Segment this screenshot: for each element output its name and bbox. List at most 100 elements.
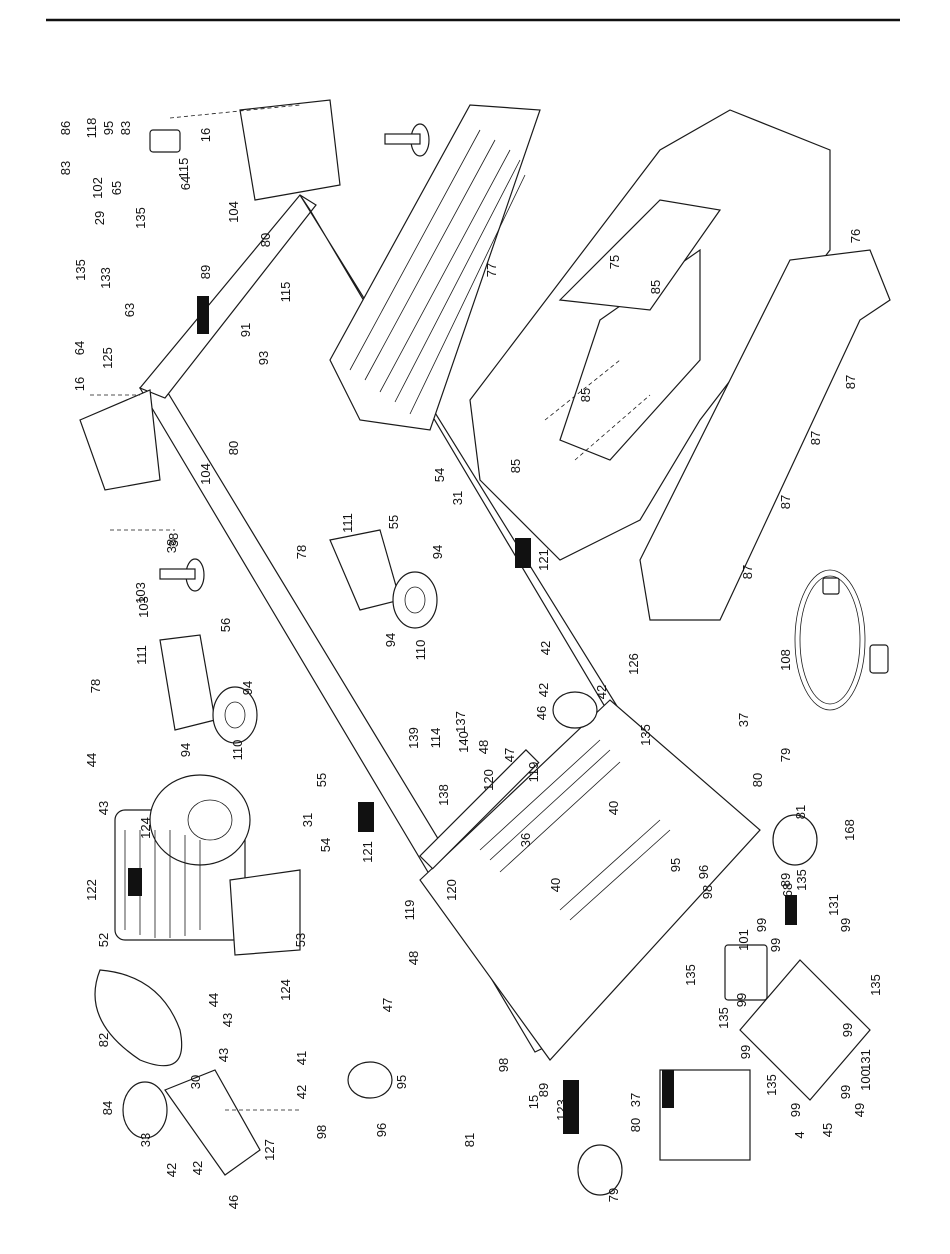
part-number-label: 53 (293, 933, 308, 947)
part-number-label: 98 (314, 1125, 329, 1139)
controller-board (739, 959, 871, 1101)
part-number-label: 100 (858, 1069, 873, 1091)
part-number-label: 104 (226, 201, 241, 223)
part-number-label: 135 (133, 207, 148, 229)
wheel-81-lower (577, 1144, 623, 1196)
rear-pulley-46 (347, 1061, 393, 1099)
part-number-label: 47 (380, 998, 395, 1012)
part-number-label: 36 (518, 833, 533, 847)
part-number-label: 125 (100, 347, 115, 369)
part-number-label: 99 (754, 918, 769, 932)
part-number-label: 120 (444, 879, 459, 901)
part-number-label: 135 (764, 1074, 779, 1096)
part-number-label: 48 (406, 951, 421, 965)
part-number-label: 40 (548, 878, 563, 892)
part-number-label: 38 (164, 539, 179, 553)
part-number-label: 131 (858, 1049, 873, 1071)
part-number-label: 29 (92, 211, 107, 225)
part-number-label: 91 (238, 323, 253, 337)
part-number-label: 126 (626, 653, 641, 675)
part-number-label: 89 (778, 873, 793, 887)
part-number-label: 76 (848, 229, 863, 243)
part-number-label: 43 (220, 1013, 235, 1027)
front-bracket-left (149, 129, 181, 153)
part-number-label: 99 (768, 938, 783, 952)
motor-bracket (229, 869, 301, 956)
part-number-label: 135 (868, 974, 883, 996)
part-number-label: 102 (90, 177, 105, 199)
part-number-label: 95 (394, 1075, 409, 1089)
part-number-label: 85 (648, 280, 663, 294)
decal-123-housing (563, 1080, 579, 1134)
part-number-label: 103 (133, 582, 148, 604)
part-number-label: 42 (538, 641, 553, 655)
part-number-label: 98 (700, 885, 715, 899)
part-number-label: 131 (826, 894, 841, 916)
part-number-label: 64 (72, 341, 87, 355)
part-number-label: 110 (413, 640, 428, 661)
part-number-label: 47 (502, 748, 517, 762)
part-number-label: 68 (780, 883, 795, 897)
part-number-label: 103 (136, 596, 151, 618)
part-number-label: 104 (198, 463, 213, 485)
step-pad (329, 104, 541, 431)
front-pulley-46 (552, 691, 598, 729)
part-number-label: 111 (134, 645, 149, 665)
part-number-label: 45 (820, 1123, 835, 1137)
part-number-label: 37 (628, 1093, 643, 1107)
part-number-label: 48 (476, 740, 491, 754)
part-number-label: 99 (738, 1045, 753, 1059)
part-number-label: 82 (96, 1033, 111, 1047)
leveling-foot-upper (384, 123, 430, 157)
part-number-label: 127 (262, 1139, 277, 1161)
part-number-label: 80 (628, 1118, 643, 1132)
part-number-label: 124 (278, 979, 293, 1001)
part-number-label: 44 (206, 993, 221, 1007)
part-number-label: 56 (218, 618, 233, 632)
part-number-label: 43 (216, 1048, 231, 1062)
idler-pulley (122, 1081, 168, 1139)
part-number-label: 75 (607, 255, 622, 269)
part-number-label: 99 (838, 1085, 853, 1099)
step-pad-ribs (349, 129, 526, 415)
decal-89-enclosure (662, 1070, 674, 1108)
part-number-label: 46 (226, 1195, 241, 1209)
part-number-label: 101 (736, 929, 751, 951)
part-number-label: 135 (794, 869, 809, 891)
part-number-label: 55 (386, 515, 401, 529)
part-number-label: 121 (536, 549, 551, 571)
part-number-label: 85 (578, 388, 593, 402)
decal-122-motor (128, 868, 142, 896)
part-number-label: 83 (58, 161, 73, 175)
part-number-label: 80 (258, 233, 273, 247)
part-number-label: 124 (138, 817, 153, 839)
part-number-label: 54 (432, 468, 447, 482)
power-cord (794, 569, 889, 711)
part-number-label: 79 (606, 1188, 621, 1202)
front-crossbar (239, 99, 341, 201)
part-number-label: 94 (178, 743, 193, 757)
part-number-label: 99 (838, 918, 853, 932)
part-number-label: 139 (406, 727, 421, 749)
part-number-label: 121 (360, 841, 375, 863)
part-number-label: 78 (294, 545, 309, 559)
part-number-label: 64 (178, 176, 193, 190)
part-number-label: 95 (101, 121, 116, 135)
drive-belt (94, 969, 183, 1067)
part-number-label: 79 (778, 748, 793, 762)
base-cover (639, 249, 891, 621)
part-number-label: 137 (453, 711, 468, 733)
rear-housing (419, 699, 761, 1061)
part-number-label: 42 (536, 683, 551, 697)
rear-bracket-left (79, 389, 161, 491)
drawing (79, 99, 891, 1196)
part-number-label: 63 (122, 303, 137, 317)
part-number-label: 84 (100, 1101, 115, 1115)
part-number-label: 43 (96, 801, 111, 815)
part-number-label: 168 (842, 819, 857, 841)
part-number-label: 30 (188, 1075, 203, 1089)
part-number-label: 123 (554, 1099, 569, 1121)
drive-motor (114, 774, 251, 941)
part-number-label: 94 (430, 545, 445, 559)
